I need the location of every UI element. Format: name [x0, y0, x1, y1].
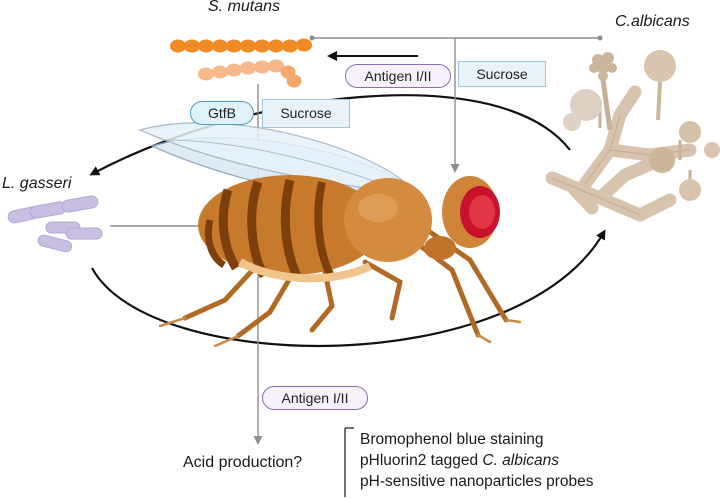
- method-nanoparticles: pH-sensitive nanoparticles probes: [360, 473, 594, 490]
- antigen-tag-bottom: Antigen I/II: [262, 386, 368, 410]
- antigen-tag-top: Antigen I/II: [345, 64, 451, 88]
- s-mutans-chain-icon: [170, 38, 312, 88]
- l-gasseri-rods-icon: [7, 195, 103, 253]
- gtfb-tag: GtfB: [190, 101, 254, 125]
- l-gasseri-label: L. gasseri: [2, 175, 72, 192]
- sucrose-box-mid: Sucrose: [262, 99, 350, 128]
- method-phluorin2: pHluorin2 tagged C. albicans: [360, 452, 560, 469]
- s-mutans-label: S. mutans: [208, 0, 281, 15]
- c-albicans-hyphae-icon: [545, 50, 720, 222]
- method-bromophenol: Bromophenol blue staining: [360, 431, 544, 448]
- acid-production-question: Acid production?: [183, 454, 303, 471]
- cycle-arrow-top: [89, 94, 571, 176]
- sucrose-box-top: Sucrose: [458, 61, 546, 87]
- cycle-arrow-bottom: [91, 229, 606, 348]
- drosophila-fly-icon: [138, 122, 522, 348]
- c-albicans-label: C.albicans: [615, 13, 690, 30]
